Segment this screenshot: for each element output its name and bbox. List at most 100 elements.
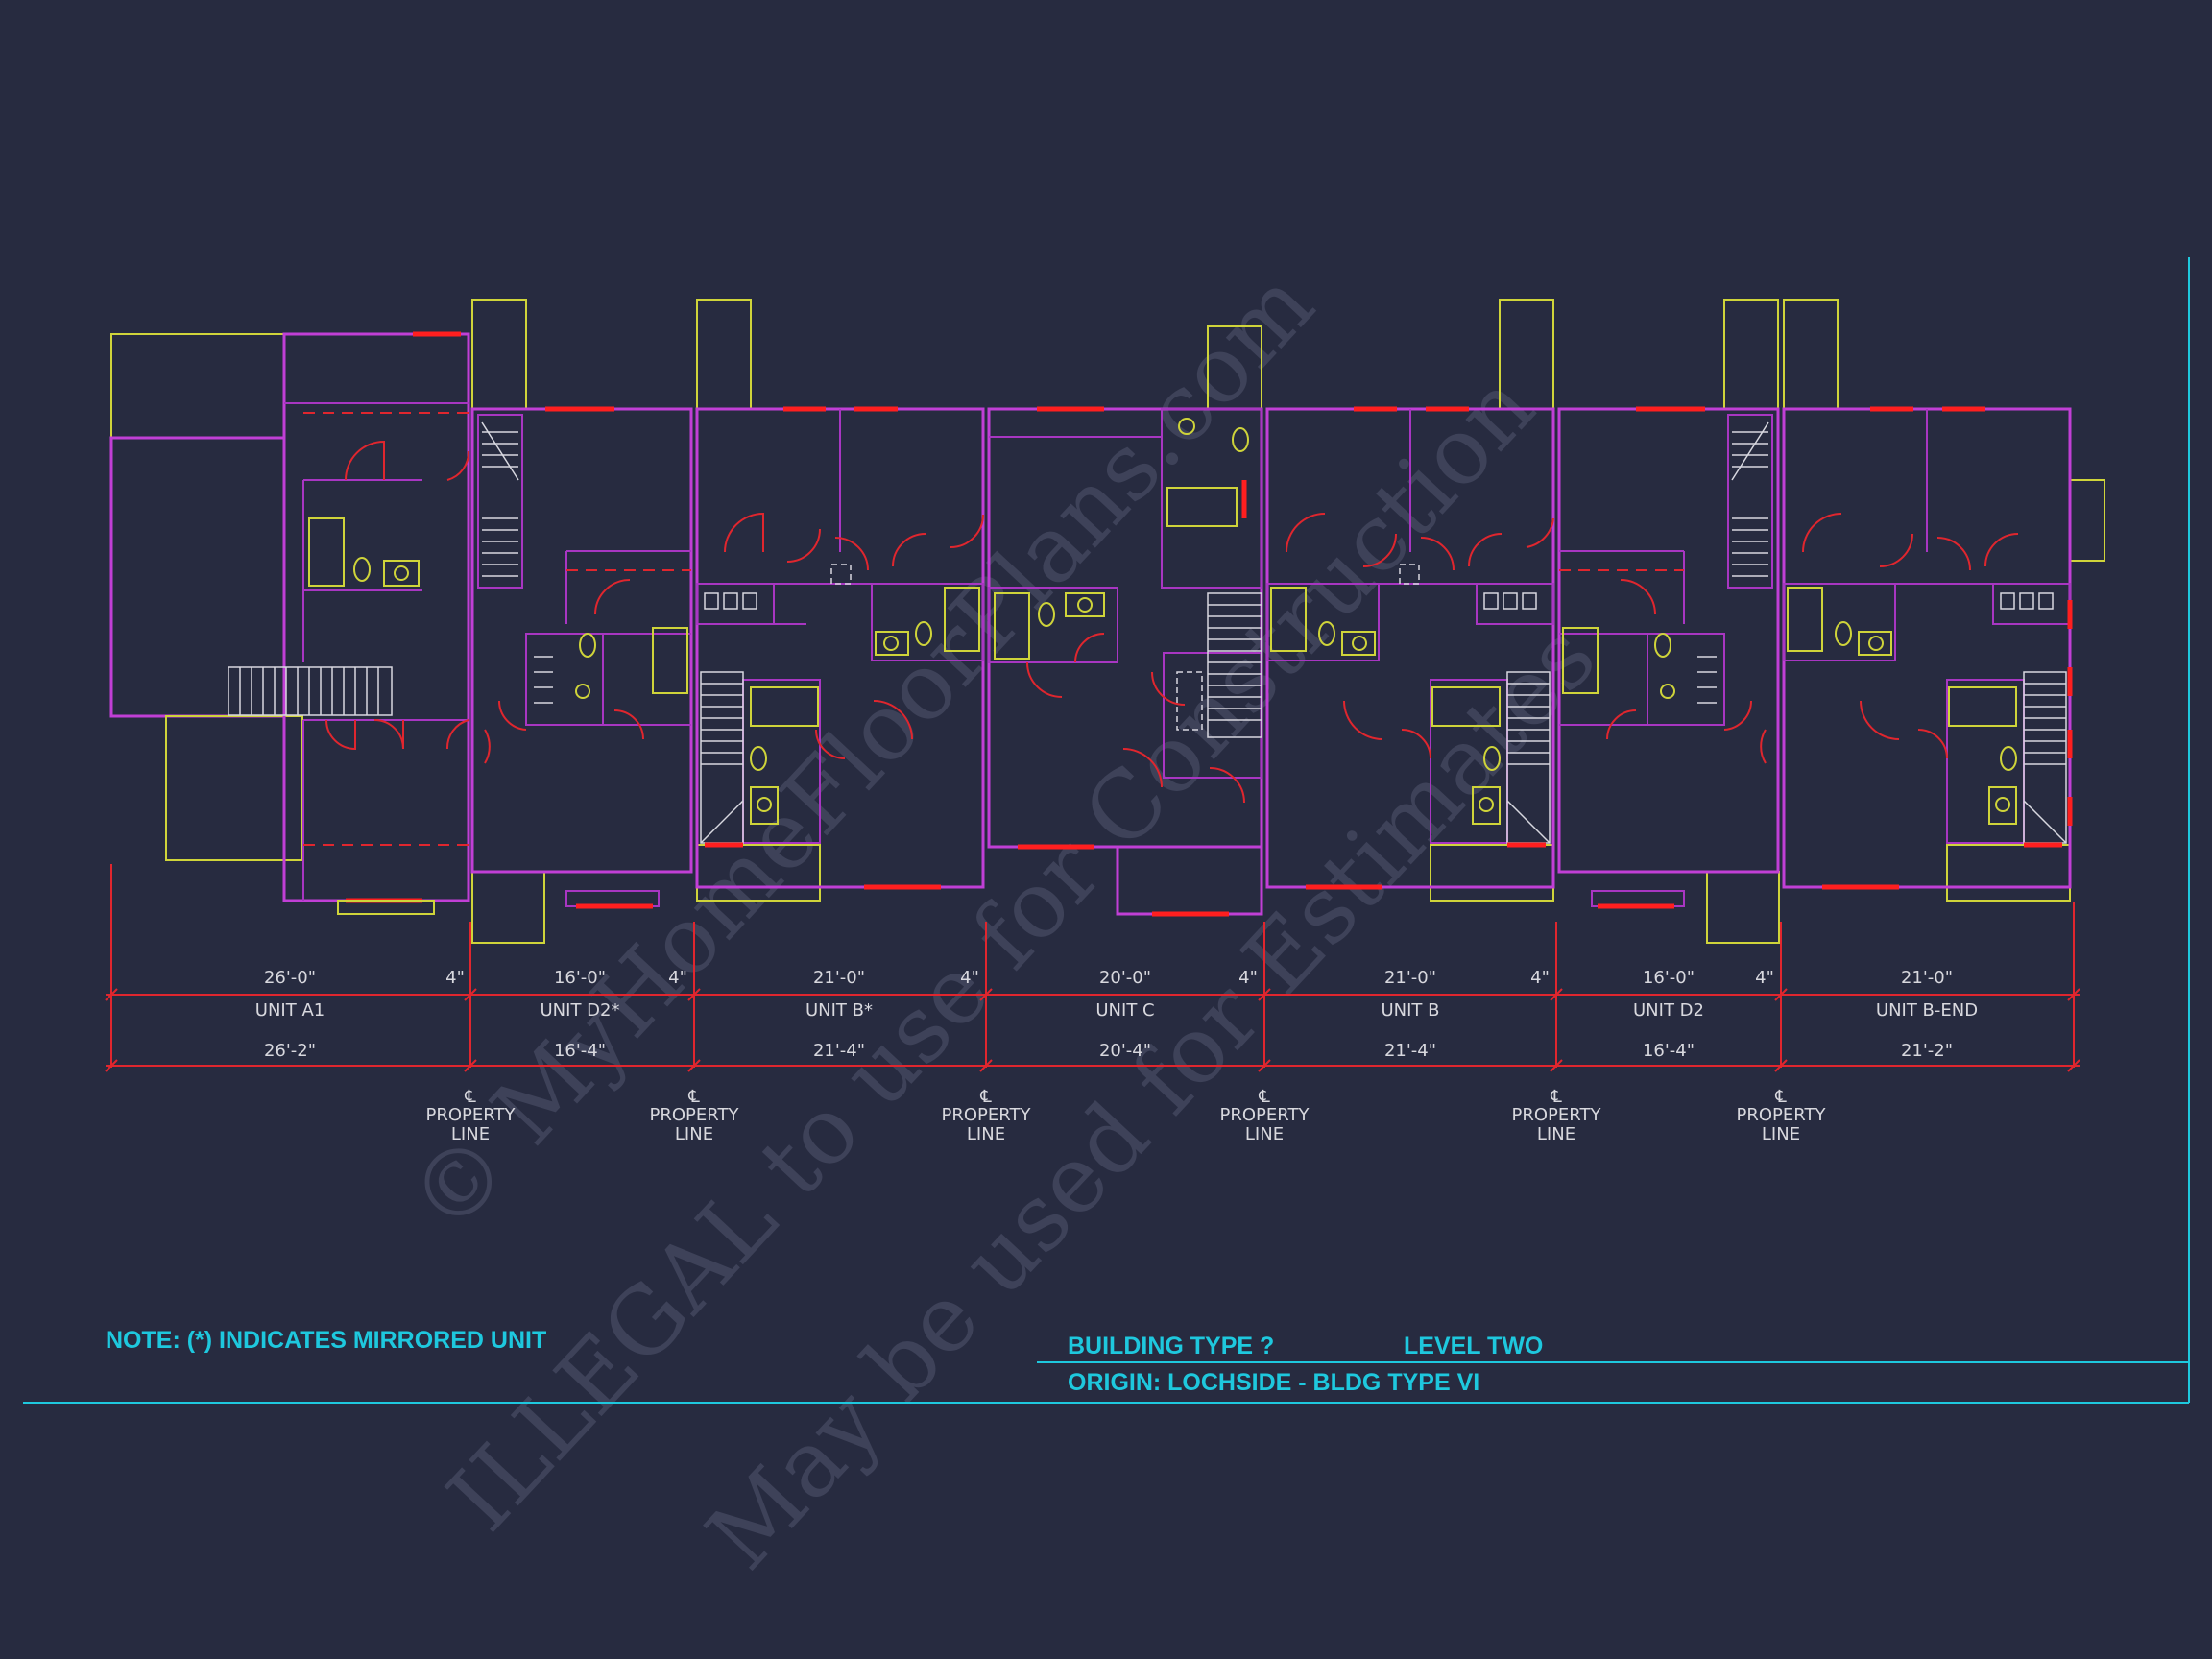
toilet-icon: [2000, 746, 2017, 771]
toilet-icon: [1835, 621, 1852, 646]
top-dimension-unit-d2-mirrored: 16'-0": [554, 968, 606, 988]
sink-icon: [1341, 631, 1376, 656]
unit-d2-outline: [1557, 407, 1780, 874]
chimney-outline: [696, 299, 752, 410]
centerline-symbol: ℄: [1774, 1087, 1787, 1107]
stoop-outline: [471, 871, 545, 944]
svg-text:PROPERTY: PROPERTY: [650, 1105, 740, 1125]
centerline-symbol: ℄: [979, 1087, 992, 1107]
roof-below-outline: [110, 333, 285, 439]
unit-d2-mirrored-plan: [470, 299, 693, 944]
stair-icon: [228, 666, 393, 716]
wall-dimension: 4": [960, 968, 979, 988]
bathtub-icon: [1431, 686, 1501, 727]
svg-text:LINE: LINE: [451, 1124, 490, 1144]
top-dimension-unit-a1: 26'-0": [264, 968, 316, 988]
bathtub-icon: [1948, 686, 2017, 727]
unit-a1-outline: [282, 332, 470, 902]
bottom-dimension-unit-d2-mirrored: 16'-4": [554, 1041, 606, 1061]
unit-c-plan: [987, 325, 1263, 917]
bathtub-icon: [1270, 587, 1307, 652]
sink-icon: [1858, 631, 1892, 656]
toilet-icon: [1483, 746, 1501, 771]
bottom-dimension-unit-d2: 16'-4": [1643, 1041, 1695, 1061]
property-line-label: ℄ PROPERTY LINE: [1220, 1087, 1310, 1144]
bathtub-icon: [750, 686, 819, 727]
bathtub-icon: [944, 587, 980, 652]
wall-dimension: 4": [1530, 968, 1550, 988]
wall-dimension: 4": [1238, 968, 1258, 988]
svg-text:PROPERTY: PROPERTY: [1512, 1105, 1602, 1125]
unit-label-b: UNIT B: [1381, 1000, 1439, 1021]
chimney-outline: [1783, 299, 1839, 410]
stair-icon: [481, 421, 519, 577]
property-line-label: ℄ PROPERTY LINE: [1512, 1087, 1602, 1144]
sink-icon: [875, 631, 909, 656]
unit-label-b-end: UNIT B-END: [1876, 1000, 1978, 1021]
porch-roof-outline: [165, 715, 303, 861]
unit-label-c: UNIT C: [1095, 1000, 1154, 1021]
centerline-symbol: ℄: [1550, 1087, 1562, 1107]
sink-icon: [1988, 786, 2017, 825]
unit-d2-mirrored-outline: [470, 407, 693, 874]
property-line-label: ℄ PROPERTY LINE: [426, 1087, 517, 1144]
top-dimension-unit-b: 21'-0": [1384, 968, 1436, 988]
top-dimension-unit-b-mirrored: 21'-0": [813, 968, 865, 988]
bathtub-icon: [308, 517, 345, 587]
level-label: LEVEL TWO: [1404, 1333, 1543, 1359]
centerline-symbol: ℄: [464, 1087, 476, 1107]
stair-icon: [1731, 421, 1769, 577]
stair-icon: [1207, 592, 1262, 738]
wall-dimension: 4": [668, 968, 687, 988]
svg-text:LINE: LINE: [1762, 1124, 1800, 1144]
svg-text:LINE: LINE: [1245, 1124, 1284, 1144]
svg-text:LINE: LINE: [1537, 1124, 1575, 1144]
toilet-icon: [353, 557, 371, 582]
bay-outline: [2069, 479, 2105, 562]
bottom-dimension-unit-b: 21'-4": [1384, 1041, 1436, 1061]
title-block: BUILDING TYPE ? LEVEL TWO ORIGIN: LOCHSI…: [23, 257, 2190, 1404]
bottom-dimension-unit-c: 20'-4": [1099, 1041, 1151, 1061]
chimney-outline: [1723, 299, 1779, 410]
property-line-label: ℄ PROPERTY LINE: [1737, 1087, 1827, 1144]
sink-icon: [1660, 684, 1675, 699]
stoop-outline: [1946, 844, 2071, 902]
bathtub-icon: [1787, 587, 1823, 652]
toilet-icon: [1038, 602, 1055, 627]
svg-text:PROPERTY: PROPERTY: [1220, 1105, 1310, 1125]
top-dimension-unit-c: 20'-0": [1099, 968, 1151, 988]
svg-text:LINE: LINE: [675, 1124, 713, 1144]
centerline-symbol: ℄: [687, 1087, 700, 1107]
svg-text:PROPERTY: PROPERTY: [942, 1105, 1032, 1125]
open-to-below-outline: [109, 436, 286, 718]
stair-icon: [2023, 671, 2067, 844]
origin-label: ORIGIN: LOCHSIDE - BLDG TYPE VI: [1068, 1369, 1479, 1396]
toilet-icon: [1318, 621, 1335, 646]
top-dimension-unit-b-end: 21'-0": [1901, 968, 1953, 988]
centerline-symbol: ℄: [1258, 1087, 1270, 1107]
chimney-outline: [471, 299, 527, 410]
svg-text:PROPERTY: PROPERTY: [1737, 1105, 1827, 1125]
bathtub-icon: [1166, 487, 1238, 527]
bathtub-icon: [994, 592, 1030, 660]
unit-b-end-plan: [1782, 299, 2105, 902]
toilet-icon: [915, 621, 932, 646]
property-line-label: ℄ PROPERTY LINE: [942, 1087, 1032, 1144]
toilet-icon: [750, 746, 767, 771]
unit-label-a1: UNIT A1: [255, 1000, 325, 1021]
mirrored-unit-note: NOTE: (*) INDICATES MIRRORED UNIT: [106, 1327, 546, 1354]
top-dimension-unit-d2: 16'-0": [1643, 968, 1695, 988]
sink-icon: [383, 560, 420, 587]
bathtub-icon: [652, 627, 688, 694]
toilet-icon: [579, 633, 596, 658]
stoop-outline: [1706, 871, 1780, 944]
unit-label-b-mirrored: UNIT B*: [805, 1000, 873, 1021]
property-line-label: ℄ PROPERTY LINE: [650, 1087, 740, 1144]
svg-text:LINE: LINE: [967, 1124, 1005, 1144]
sink-icon: [1065, 592, 1105, 617]
bathtub-icon: [1562, 627, 1599, 694]
unit-b-mirrored-plan: [695, 299, 985, 902]
sink-icon: [1472, 786, 1501, 825]
unit-d2-plan: [1557, 299, 1780, 944]
